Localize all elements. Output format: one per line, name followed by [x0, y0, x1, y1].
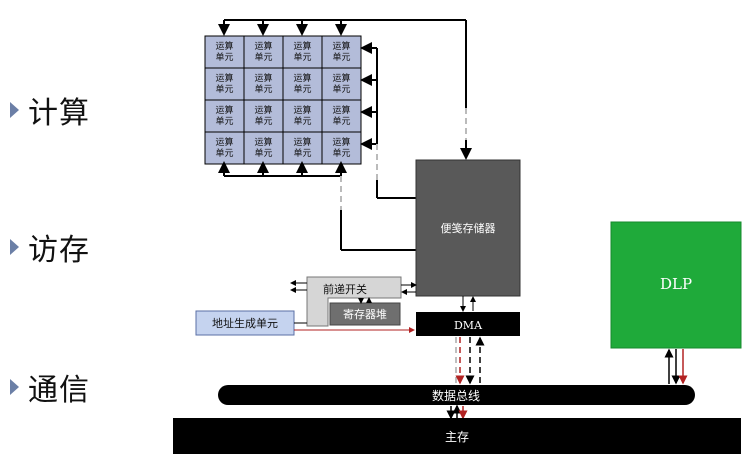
pe-cell-label: 单元	[293, 147, 311, 159]
pe-cell-label: 单元	[332, 115, 350, 127]
address-generation-unit-box	[195, 310, 295, 336]
register-file-label: 寄存器堆	[343, 307, 387, 321]
pe-cell-label: 运算	[293, 136, 311, 148]
dma-bus-links	[455, 336, 485, 385]
pe-cell-label: 运算	[293, 104, 311, 116]
pe-cell-label: 单元	[215, 147, 233, 159]
pe-cell-label: 运算	[254, 40, 272, 52]
forward-switch-label: 前递开关	[323, 282, 367, 296]
pe-cell-label: 运算	[254, 136, 272, 148]
bullet-triangle-icon	[10, 379, 19, 395]
pe-cell-label: 运算	[215, 104, 233, 116]
dma-label: DMA	[454, 319, 483, 332]
dlp-label: DLP	[660, 275, 692, 293]
forward-switch-box	[306, 276, 402, 327]
bullet-communication-label: 通信	[28, 373, 90, 408]
pe-right-connection	[360, 42, 416, 199]
main-memory-bar	[173, 418, 741, 454]
bullet-compute-label: 计算	[28, 96, 90, 131]
pe-cell-label: 运算	[332, 104, 350, 116]
main-memory-label: 主存	[445, 430, 469, 444]
bullet-triangle-icon	[10, 239, 19, 255]
pe-cell-label: 单元	[332, 51, 350, 63]
data-bus-label: 数据总线	[432, 388, 480, 403]
pe-cell-label: 运算	[332, 40, 350, 52]
bullet-triangle-icon	[10, 102, 19, 118]
forward-switch-arrows	[290, 280, 417, 295]
dma-box	[416, 312, 520, 336]
pe-cell-label: 单元	[254, 51, 272, 63]
pe-cell-label: 单元	[332, 83, 350, 95]
bus-memory-arrows	[446, 404, 468, 420]
bullet-memory-access: 访存	[10, 225, 90, 269]
pe-cell-label: 单元	[215, 51, 233, 63]
pe-cell-label: 单元	[293, 83, 311, 95]
pe-cell-label: 运算	[332, 72, 350, 84]
pe-cell-label: 单元	[254, 115, 272, 127]
pe-cell-label: 运算	[215, 72, 233, 84]
bullet-communication: 通信	[10, 365, 90, 409]
scratchpad-memory-label: 便笺存储器	[441, 221, 496, 235]
data-bus-bar	[218, 385, 695, 405]
pe-cell-label: 运算	[215, 40, 233, 52]
pe-cell-label: 单元	[254, 147, 272, 159]
pe-cell-label: 单元	[254, 83, 272, 95]
pe-cell-label: 运算	[254, 72, 272, 84]
pe-cell-label: 运算	[293, 72, 311, 84]
bullet-compute: 计算	[10, 88, 90, 132]
pe-cell-label: 运算	[215, 136, 233, 148]
scratchpad-dma-arrows	[460, 296, 476, 312]
pe-cell-label: 单元	[293, 115, 311, 127]
pe-cell-label: 单元	[215, 83, 233, 95]
pe-cell-label: 运算	[293, 40, 311, 52]
pe-cell-label: 单元	[215, 115, 233, 127]
pe-bottom-connection	[218, 161, 416, 251]
dlp-box	[610, 221, 742, 349]
dlp-bus-arrows	[664, 348, 688, 385]
pe-cell-label: 单元	[332, 147, 350, 159]
scratchpad-memory-box	[415, 159, 521, 297]
processing-element-array: 运算单元运算单元运算单元运算单元运算单元运算单元运算单元运算单元运算单元运算单元…	[204, 35, 362, 165]
pe-top-connection	[218, 19, 472, 160]
pe-cell-label: 单元	[293, 51, 311, 63]
bullet-memory-access-label: 访存	[28, 233, 90, 268]
address-generation-unit-label: 地址生成单元	[212, 316, 278, 330]
register-file-arrows	[358, 297, 372, 304]
pe-cell-label: 运算	[332, 136, 350, 148]
pe-cell-label: 运算	[254, 104, 272, 116]
register-file-box	[329, 302, 401, 326]
